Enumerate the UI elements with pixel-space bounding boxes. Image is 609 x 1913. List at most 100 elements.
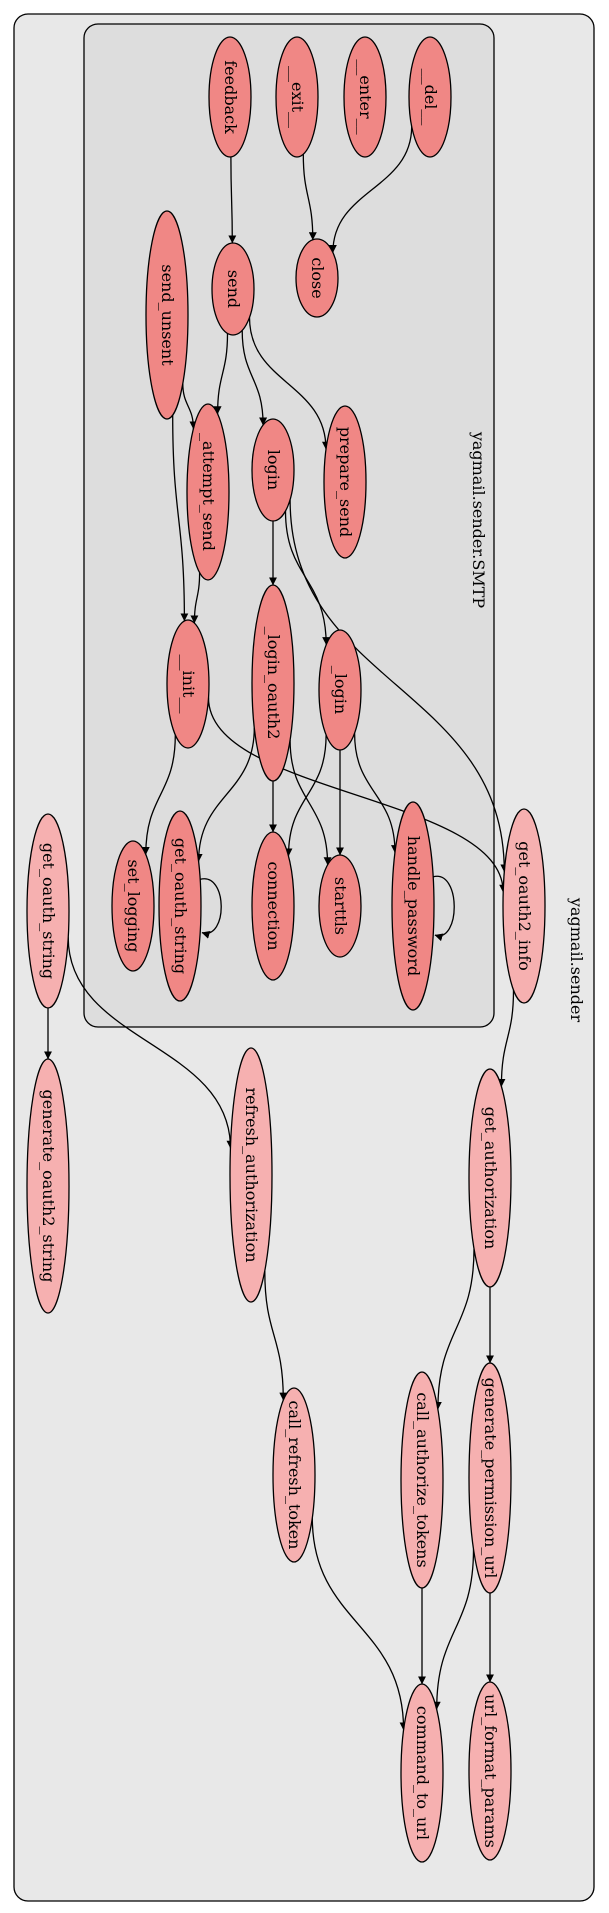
node-send-shape (211, 242, 255, 336)
node-feedback: feedback (208, 36, 252, 158)
edge-login-to-connection (284, 734, 327, 857)
node-generate-oauth2-string-label: generate_oauth2_string (39, 1090, 58, 1283)
node-enter-shape (343, 36, 387, 158)
node-starttls: starttls (318, 854, 362, 958)
node-get-authorization: get_authorization (468, 1068, 512, 1288)
edge-init-to-get-oauth2-info (207, 697, 508, 893)
node-attempt-send-label: _attempt_send (199, 433, 218, 551)
node-feedback-shape (208, 36, 252, 158)
node-login-label: login (264, 450, 283, 490)
node-generate-oauth2-string: generate_oauth2_string (26, 1058, 70, 1314)
node-connection: connection (251, 831, 295, 981)
node-get-oauth-string-outer-shape (26, 813, 70, 1009)
node-call-authorize-tokens-label: call_authorize_tokens (413, 1392, 432, 1567)
node-handle-password-shape (391, 801, 435, 1011)
node-command-to-url-shape (400, 1683, 444, 1863)
node-send-unsent-label: send_unsent (158, 264, 177, 366)
node-connection-shape (251, 831, 295, 981)
node-command-to-url-label: command_to_url (413, 1706, 432, 1840)
node-call-refresh-token-shape (272, 1387, 316, 1563)
node-prepare-send-shape (323, 405, 367, 559)
node-generate-permission-url: generate_permission_url (468, 1362, 512, 1594)
node-send-label: send (224, 270, 243, 308)
node-init-label: __init__ (179, 655, 198, 714)
node-get-oauth-string-inner-label: get_oauth_string (171, 838, 190, 974)
node-init: __init__ (166, 619, 210, 749)
node-login: _login (318, 629, 362, 751)
node-get-oauth2-info-label: get_oauth2_info (515, 841, 534, 971)
node-set-logging-shape (111, 840, 155, 972)
cluster-yagmail-sender-label: yagmail.sender (567, 897, 586, 1023)
node-generate-permission-url-shape (468, 1362, 512, 1594)
node-login-oauth2-shape (251, 584, 295, 782)
node-login: login (251, 418, 295, 522)
edges-layer (44, 126, 515, 1731)
edge-generate-permission-url-to-command-to-url (432, 1549, 475, 1710)
node-starttls-label: starttls (331, 877, 350, 935)
edge-get-oauth2-info-to-get-authorization (497, 989, 515, 1087)
edge-send-to-login (241, 330, 268, 426)
node-close: close (295, 238, 339, 318)
node-get-oauth-string-inner-shape (158, 810, 202, 1002)
node-prepare-send-label: prepare_send (336, 427, 355, 537)
node-login-label: _login (331, 666, 350, 714)
edge-send-to-prepare-send (248, 317, 330, 450)
node-enter-label: __enter__ (356, 59, 375, 134)
edge-del-to-close (328, 126, 413, 253)
edge-send-unsent-to-attempt-send (182, 383, 198, 430)
node-get-oauth-string-outer-label: get_oauth_string (39, 843, 58, 979)
edge-feedback-to-send (228, 156, 237, 244)
node-generate-oauth2-string-shape (26, 1058, 70, 1314)
edge-login-oauth2-to-get-oauth-string-inner (194, 727, 255, 862)
node-login-shape (318, 629, 362, 751)
node-login-oauth2-label: _login_oauth2 (264, 627, 283, 740)
node-call-authorize-tokens: call_authorize_tokens (400, 1371, 444, 1589)
node-exit-shape (275, 36, 319, 158)
node-init-shape (166, 619, 210, 749)
node-login-shape (251, 418, 295, 522)
node-refresh-authorization-label: refresh_authorization (242, 1087, 261, 1262)
node-connection-label: connection (264, 861, 283, 950)
node-del-shape (408, 36, 452, 158)
node-attempt-send-shape (186, 403, 230, 581)
node-feedback-label: feedback (221, 60, 240, 134)
node-generate-permission-url-label: generate_permission_url (481, 1378, 500, 1579)
edge-get-authorization-to-call-authorize-tokens (433, 1248, 475, 1410)
node-exit-label: __exit__ (288, 66, 307, 128)
node-prepare-send: prepare_send (323, 405, 367, 559)
node-login-oauth2: _login_oauth2 (251, 584, 295, 782)
nodes-layer: feedback__exit____enter____del__send_uns… (26, 36, 546, 1863)
edge-login-to-get-oauth2-info (289, 499, 509, 873)
node-refresh-authorization: refresh_authorization (229, 1047, 273, 1303)
node-call-authorize-tokens-shape (400, 1371, 444, 1589)
node-starttls-shape (318, 854, 362, 958)
node-get-oauth-string-outer: get_oauth_string (26, 813, 70, 1009)
node-handle-password-label: handle_password (404, 836, 423, 976)
edge-send-to-attempt-send (213, 333, 229, 415)
edge-get-oauth-string-inner-to-get-oauth-string-inner (199, 878, 222, 939)
node-send: send (211, 242, 255, 336)
node-get-authorization-shape (468, 1068, 512, 1288)
node-get-oauth2-info: get_oauth2_info (502, 808, 546, 1004)
node-send-unsent-shape (145, 210, 189, 420)
edge-login-to-handle-password (353, 733, 399, 854)
node-close-shape (295, 238, 339, 318)
node-set-logging-label: set_logging (124, 859, 143, 952)
node-exit: __exit__ (275, 36, 319, 158)
node-url-format-params-label: url_format_params (481, 1694, 500, 1848)
edge-get-oauth-string-outer-to-refresh-authorization (67, 937, 235, 1149)
edge-call-refresh-token-to-command-to-url (311, 1517, 408, 1731)
node-handle-password: handle_password (391, 801, 435, 1011)
node-call-refresh-token-label: call_refresh_token (285, 1401, 304, 1550)
node-enter: __enter__ (343, 36, 387, 158)
cluster-yagmail-sender-smtp-label: yagmail.sender.SMTP (469, 431, 488, 609)
node-call-refresh-token: call_refresh_token (272, 1387, 316, 1563)
node-attempt-send: _attempt_send (186, 403, 230, 581)
edge-login-oauth2-to-starttls (289, 739, 332, 866)
node-get-authorization-label: get_authorization (481, 1107, 500, 1250)
node-send-unsent: send_unsent (145, 210, 189, 420)
edge-attempt-send-to-init (190, 572, 201, 624)
edge-init-to-set-logging (141, 735, 176, 855)
edge-refresh-authorization-to-call-refresh-token (264, 1270, 288, 1401)
